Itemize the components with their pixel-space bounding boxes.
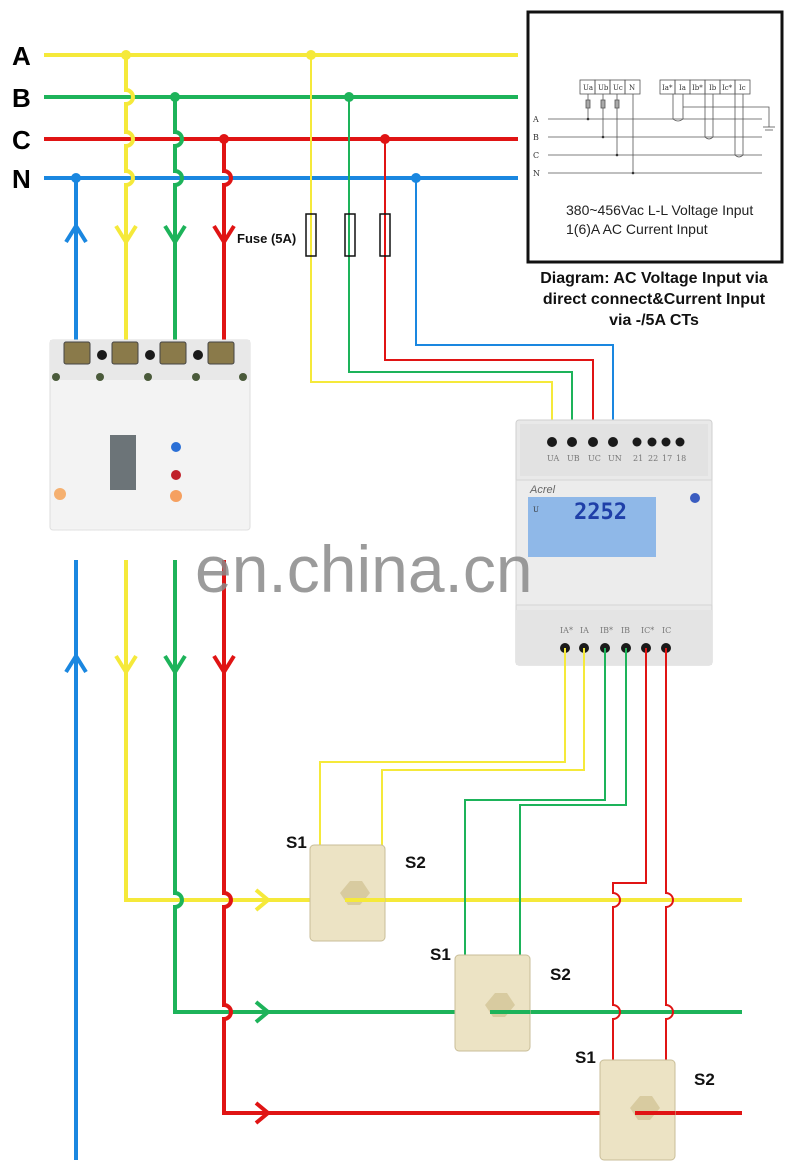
inset-term-ia-star: Ia* (662, 84, 673, 92)
fuses (305, 213, 391, 257)
bus-lines (44, 53, 518, 180)
inset-spec-current: 1(6)A AC Current Input (566, 221, 708, 237)
meter-top-terminals (547, 437, 685, 447)
meter-term-18: 18 (676, 454, 686, 463)
lcd-prefix: U (533, 506, 539, 514)
inset-spec-voltage: 380~456Vac L-L Voltage Input (566, 202, 753, 218)
ct-c-s1-label: S1 (575, 1048, 596, 1067)
ct-b-s2-label: S2 (550, 965, 571, 984)
meter-term-22: 22 (648, 454, 658, 463)
inset-term-ub: Ub (598, 84, 609, 92)
caption-line-2: direct connect&Current Input (543, 291, 766, 308)
inset-term-ib: Ib (709, 84, 717, 92)
meter-term-ib: IB (621, 626, 630, 635)
watermark: en.china.cn (195, 532, 533, 606)
current-transformer-b (454, 954, 531, 1052)
current-transformer-a (309, 844, 386, 942)
bus-label-b: B (12, 83, 31, 113)
inset-term-ic-star: Ic* (722, 84, 733, 92)
inset-line-n: N (533, 169, 540, 178)
meter-term-ua: UA (547, 454, 559, 463)
lcd-reading: 2252 (574, 500, 627, 525)
ct-wires (319, 648, 674, 1060)
fuse-label: Fuse (5A) (237, 231, 296, 246)
caption-line-1: Diagram: AC Voltage Input via (540, 270, 768, 287)
meter-button[interactable] (690, 493, 700, 503)
breaker-outputs (64, 560, 742, 1160)
inset-diagram: Ua Ub Uc N Ia* Ia Ib* Ib Ic* Ic A B C N … (526, 10, 784, 264)
meter-term-un: UN (608, 454, 622, 463)
meter-term-ic-star: IC* (641, 626, 654, 635)
current-transformer-c (599, 1059, 676, 1161)
bus-label-c: C (12, 125, 31, 155)
meter-term-ic: IC (662, 626, 671, 635)
breaker-handle[interactable] (110, 435, 136, 490)
fuse-a (305, 213, 317, 257)
inset-term-ib-star: Ib* (692, 84, 703, 92)
bus-label-n: N (12, 164, 31, 194)
inset-line-b: B (533, 133, 539, 142)
circuit-breaker (49, 339, 251, 585)
voltage-taps (306, 50, 614, 440)
ct-c-s2-label: S2 (694, 1070, 715, 1089)
power-meter: 2252 U Acrel UA UB UC UN 21 22 17 18 IA*… (515, 419, 713, 666)
ct-b-s1-label: S1 (430, 945, 451, 964)
inset-line-a: A (532, 115, 539, 124)
fuse-b (344, 213, 356, 257)
meter-brand: Acrel (529, 484, 556, 496)
bus-label-a: A (12, 41, 31, 71)
inset-term-ua: Ua (583, 84, 593, 92)
inset-line-c: C (533, 151, 539, 160)
fuse-c (379, 213, 391, 257)
ct-a-s1-label: S1 (286, 833, 307, 852)
meter-term-17: 17 (662, 454, 672, 463)
meter-term-ia-star: IA* (560, 626, 573, 635)
meter-term-uc: UC (588, 454, 601, 463)
meter-term-ub: UB (567, 454, 580, 463)
inset-term-n: N (629, 84, 635, 92)
breaker-feeds (64, 50, 236, 345)
meter-term-ia: IA (580, 626, 589, 635)
inset-term-ic: Ic (739, 84, 746, 92)
meter-term-21: 21 (633, 454, 643, 463)
bus-label-group: A B C N (12, 41, 31, 194)
inset-term-uc: Uc (613, 84, 623, 92)
caption-line-3: via -/5A CTs (609, 312, 699, 329)
inset-term-ia: Ia (679, 84, 686, 92)
ct-a-s2-label: S2 (405, 853, 426, 872)
meter-term-ib-star: IB* (600, 626, 613, 635)
